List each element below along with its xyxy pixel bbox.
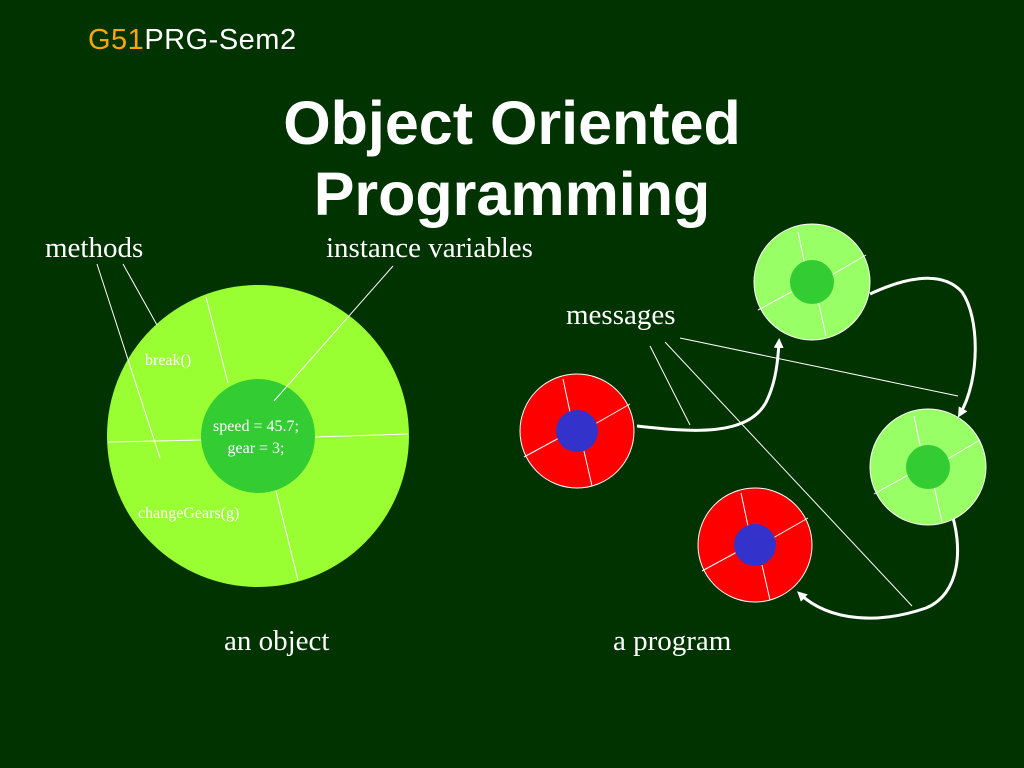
messages-pointer-line: [679, 337, 959, 397]
program-object-green-right: [869, 408, 987, 526]
var-gear: gear = 3;: [227, 440, 285, 457]
method-change-gears-label: changeGears(g): [138, 505, 240, 522]
slide-title: Object Oriented Programming: [0, 88, 1024, 230]
object-divider: [205, 296, 229, 384]
var-speed: speed = 45.7;: [213, 418, 299, 435]
instance-variables-pointer-line: [273, 265, 394, 402]
program-caption: a program: [613, 625, 732, 657]
method-break-label: break(): [145, 352, 192, 369]
instance-variables-label: instance variables: [326, 232, 533, 264]
program-object-red-left: [519, 373, 635, 489]
messages-label: messages: [566, 299, 676, 331]
methods-pointer-line: [122, 263, 158, 326]
object-inner-core: [201, 379, 315, 493]
messages-pointer-line: [664, 341, 913, 607]
messages-pointer-line: [649, 345, 691, 426]
message-arrow: [797, 507, 960, 620]
methods-label: methods: [45, 232, 144, 264]
object-divider: [314, 433, 409, 438]
slide-title-line1: Object Oriented: [283, 89, 741, 157]
course-name: PRG-Sem2: [144, 24, 297, 56]
course-code: G51: [88, 24, 145, 56]
program-object-green-top: [753, 223, 871, 341]
program-object-red-bottom: [697, 487, 813, 603]
object-divider: [275, 490, 299, 581]
instance-variables-values: speed = 45.7; gear = 3;: [196, 416, 316, 460]
object-circle: [107, 285, 409, 587]
course-header: G51PRG-Sem2: [88, 24, 297, 57]
slide-title-line2: Programming: [313, 160, 711, 228]
message-arrow: [869, 276, 977, 418]
methods-pointer-line: [96, 263, 161, 459]
message-arrow: [636, 338, 784, 432]
object-caption: an object: [224, 625, 330, 657]
